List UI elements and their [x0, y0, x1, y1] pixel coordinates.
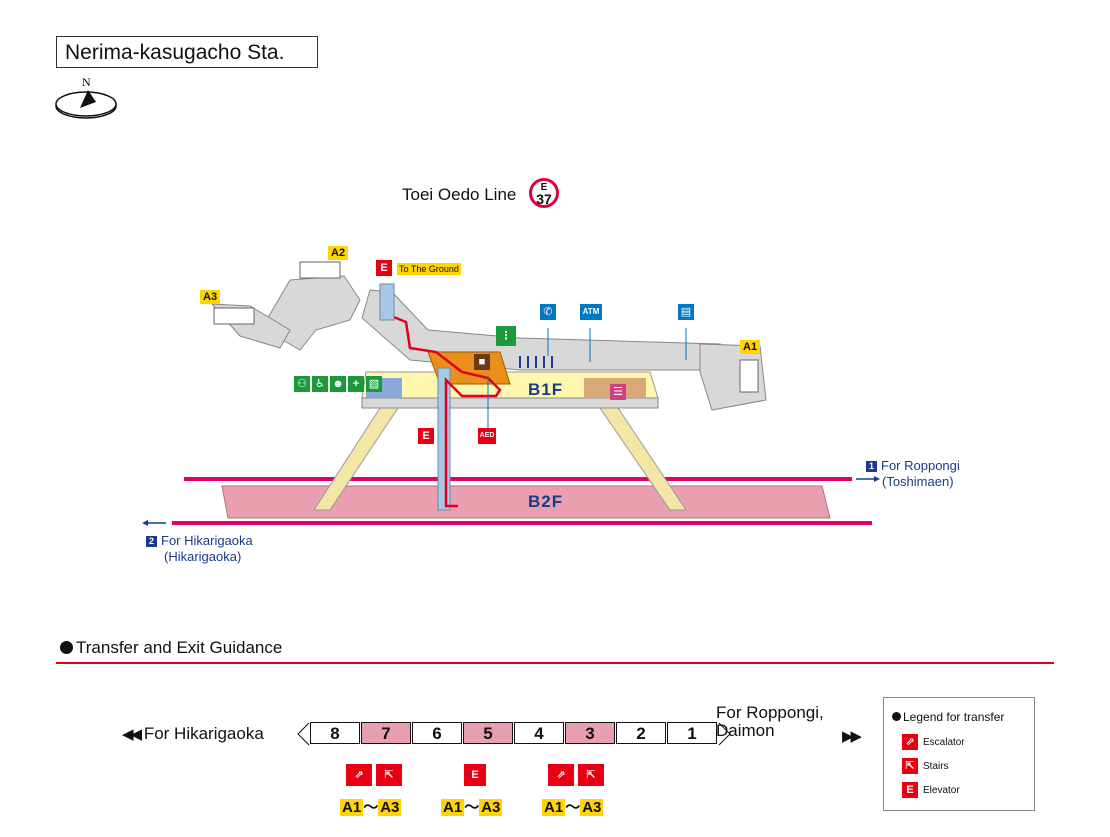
- line-name: Toei Oedo Line: [402, 185, 517, 204]
- ticket-machine-icon: ☰: [610, 384, 626, 400]
- elevator-icon: E: [376, 260, 392, 276]
- guidance-title-text: Transfer and Exit Guidance: [76, 638, 283, 657]
- train-cars: 8 7 6 5 4 3 2 1: [296, 722, 732, 746]
- train-right-label-1: For Roppongi,: [716, 703, 824, 722]
- train-direction-right: For Roppongi, Daimon: [716, 704, 824, 740]
- floor-label-b1f: B1F: [528, 380, 564, 399]
- bullet-icon: [60, 641, 73, 654]
- exit-tag-a1: A1: [740, 340, 761, 354]
- stairs-a3: [213, 307, 255, 325]
- car7-exits: A1〜A3: [340, 799, 402, 816]
- exit-tag-a3: A3: [200, 290, 221, 304]
- escalator-icon: ⇗: [346, 764, 372, 786]
- legend-title: Legend for transfer: [892, 710, 1004, 724]
- car-4: 4: [514, 722, 564, 744]
- car3-icons: ⇗ ⇱: [548, 764, 604, 786]
- escalator-icon: ⇗: [902, 734, 918, 750]
- car3-exits: A1〜A3: [542, 799, 604, 816]
- train-left-label: For Hikarigaoka: [143, 724, 264, 743]
- car-5: 5: [463, 722, 513, 744]
- train-front-right: [718, 722, 731, 746]
- to-ground-label: To The Ground: [397, 263, 461, 275]
- legend-escalator: ⇗Escalator: [902, 734, 965, 750]
- elevator-to-ground: [379, 283, 395, 321]
- car-3: 3: [565, 722, 615, 744]
- car-7: 7: [361, 722, 411, 744]
- phone-icon: ✆: [540, 304, 556, 320]
- restroom-icons: ⚇ ♿ ☻ + ▧: [294, 376, 382, 392]
- compass-icon: N: [52, 74, 124, 126]
- fare-gates: [519, 356, 553, 368]
- wheelchair-icon: ♿: [312, 376, 328, 392]
- car-2: 2: [616, 722, 666, 744]
- station-code-number: 37: [536, 191, 552, 207]
- toilet-icon: ⚇: [294, 376, 310, 392]
- direction-roppongi: 1 For Roppongi: [866, 458, 960, 473]
- info-icon: ⋮: [496, 326, 516, 346]
- direction-roppongi-label: For Roppongi: [881, 458, 960, 473]
- b2f-platform: [221, 485, 831, 519]
- double-left-arrow-icon: ◀◀: [122, 726, 142, 743]
- train-direction-left: ◀◀ For Hikarigaoka: [122, 724, 264, 744]
- baby-icon: ☻: [330, 376, 346, 392]
- train-front-left: [297, 722, 310, 746]
- b1f-slab: [361, 397, 659, 409]
- double-right-arrow-icon: ▶▶: [842, 728, 862, 745]
- exit-tag-a2: A2: [328, 246, 349, 260]
- elevator-icon: E: [464, 764, 486, 786]
- stairs-icon: ⇱: [376, 764, 402, 786]
- coin-locker-icon: ▤: [678, 304, 694, 320]
- stairs-icon: ⇱: [578, 764, 604, 786]
- guidance-title: Transfer and Exit Guidance: [60, 638, 282, 658]
- car-1: 1: [667, 722, 717, 744]
- aed-icon: AED: [478, 428, 496, 444]
- car5-icons: E: [464, 764, 486, 786]
- stairs-icon: ⇱: [902, 758, 918, 774]
- stairs-a2: [299, 261, 341, 279]
- car-8: 8: [310, 722, 360, 744]
- stairs-icon: ▧: [366, 376, 382, 392]
- station-code-badge: E 37: [529, 178, 559, 208]
- line-code-letter: E: [540, 182, 548, 193]
- stairs-a1: [739, 359, 759, 393]
- car5-exits: A1〜A3: [441, 799, 503, 816]
- ostomate-icon: +: [348, 376, 364, 392]
- elevator-shaft: [437, 367, 451, 511]
- legend-stairs: ⇱Stairs: [902, 758, 949, 774]
- compass-north-label: N: [82, 75, 91, 89]
- station-office-icon: ■: [474, 354, 490, 370]
- floor-label-b2f: B2F: [528, 492, 564, 511]
- car7-icons: ⇗ ⇱: [346, 764, 402, 786]
- direction-hikarigaoka-sub: (Hikarigaoka): [164, 549, 242, 564]
- direction-hikarigaoka-label: For Hikarigaoka: [161, 533, 253, 548]
- corridor-main: [361, 289, 721, 371]
- station-map: [142, 261, 880, 526]
- legend-box: Legend for transfer ⇗Escalator ⇱Stairs E…: [883, 697, 1035, 811]
- station-name: Nerima-kasugacho Sta.: [56, 36, 318, 68]
- elevator-icon: E: [902, 782, 918, 798]
- atm-icon: ATM: [580, 304, 602, 320]
- car-6: 6: [412, 722, 462, 744]
- direction-hikarigaoka: 2 For Hikarigaoka: [146, 533, 253, 548]
- escalator-icon: ⇗: [548, 764, 574, 786]
- direction-number-1: 1: [866, 461, 877, 472]
- direction-roppongi-sub: (Toshimaen): [882, 474, 954, 489]
- direction-number-2: 2: [146, 536, 157, 547]
- train-right-label-2: Daimon: [716, 721, 775, 740]
- section-divider: [56, 662, 1054, 664]
- elevator-icon-b1f: E: [418, 428, 434, 444]
